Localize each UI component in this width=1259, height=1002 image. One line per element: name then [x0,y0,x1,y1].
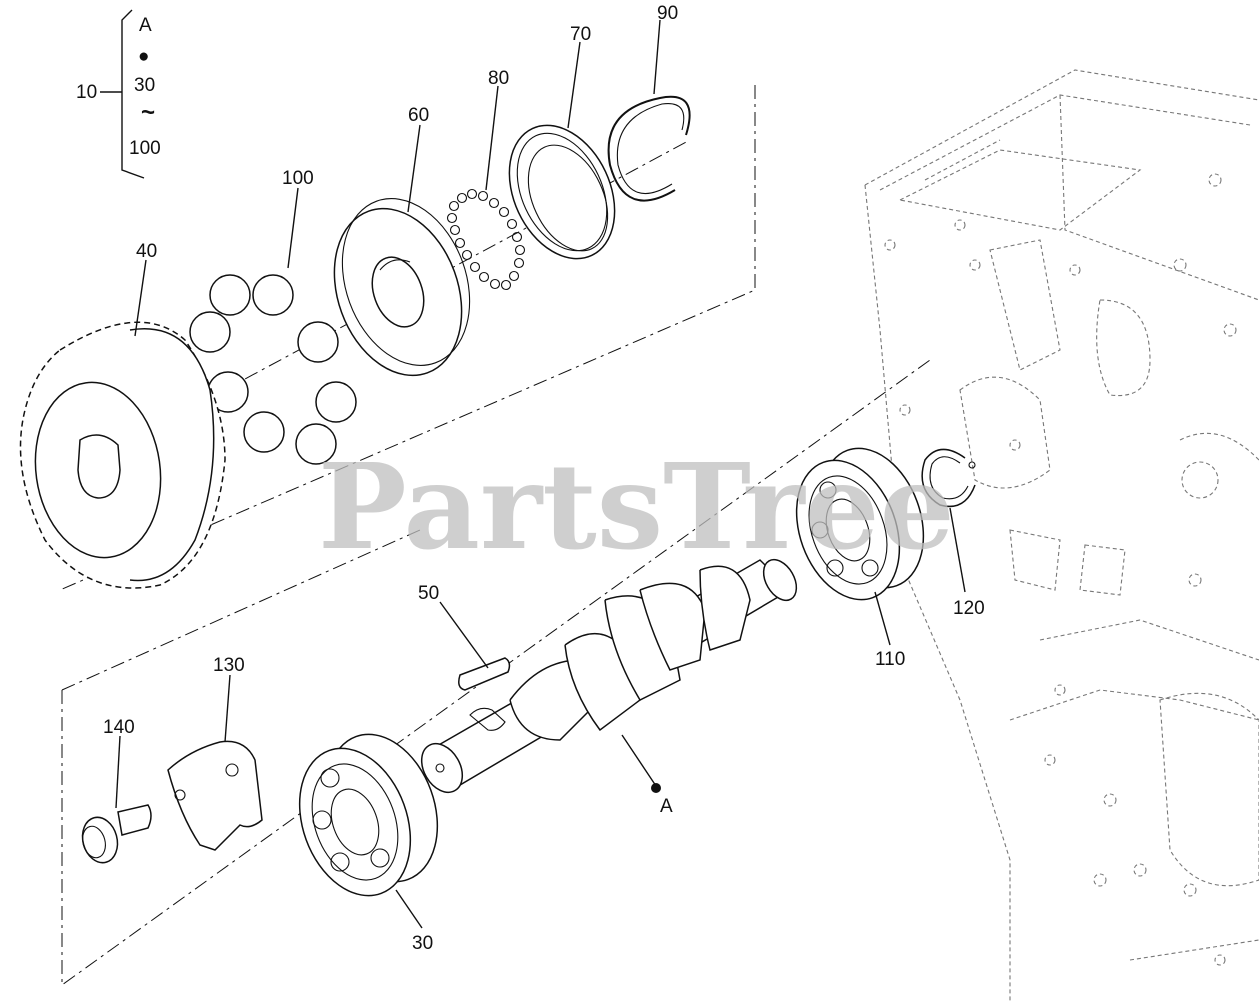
callout-40: 40 [136,241,157,262]
part-60-thrust-washer [333,198,471,377]
part-70-bearing-cup [508,124,616,260]
part-110-ball-bearing [795,447,925,601]
callout-130: 130 [213,655,245,676]
part-130-bearing-holder [167,740,263,851]
part-40-helical-gear [19,321,226,589]
group-item-A: A [139,15,152,36]
callout-120: 120 [953,598,985,619]
part-30-ball-bearing [298,733,439,897]
part-50-key [458,657,511,691]
part-120-circlip [921,448,976,508]
group-item-30: 30 [134,75,155,96]
callout-A: A [660,796,673,817]
callout-100: 100 [282,168,314,189]
leader-lines [115,19,966,929]
part-100-balls [189,274,357,465]
group-item-dot: ● [138,46,149,67]
callout-90: 90 [657,3,678,24]
group-item-tilde: ~ [141,99,155,126]
part-80-ball-ring [446,188,526,291]
callout-10: 10 [76,82,97,103]
watermark: PartsTree [318,437,955,576]
part-140-bolt [81,804,152,864]
callout-60: 60 [408,105,429,126]
callout-80: 80 [488,68,509,89]
callout-labels: 90 70 80 60 100 40 50 130 140 30 110 120… [103,3,985,954]
callout-70: 70 [570,24,591,45]
callout-140: 140 [103,717,135,738]
callout-50: 50 [418,583,439,604]
callout-110: 110 [875,649,905,670]
callout-30: 30 [412,933,433,954]
part-A-camshaft [420,558,798,793]
part-90-snap-ring [607,95,691,202]
group-callout-text: 10 A ● 30 ~ 100 [76,15,161,159]
engine-block-outline [864,69,1259,1002]
group-bracket [100,9,145,179]
group-item-100: 100 [129,138,161,159]
